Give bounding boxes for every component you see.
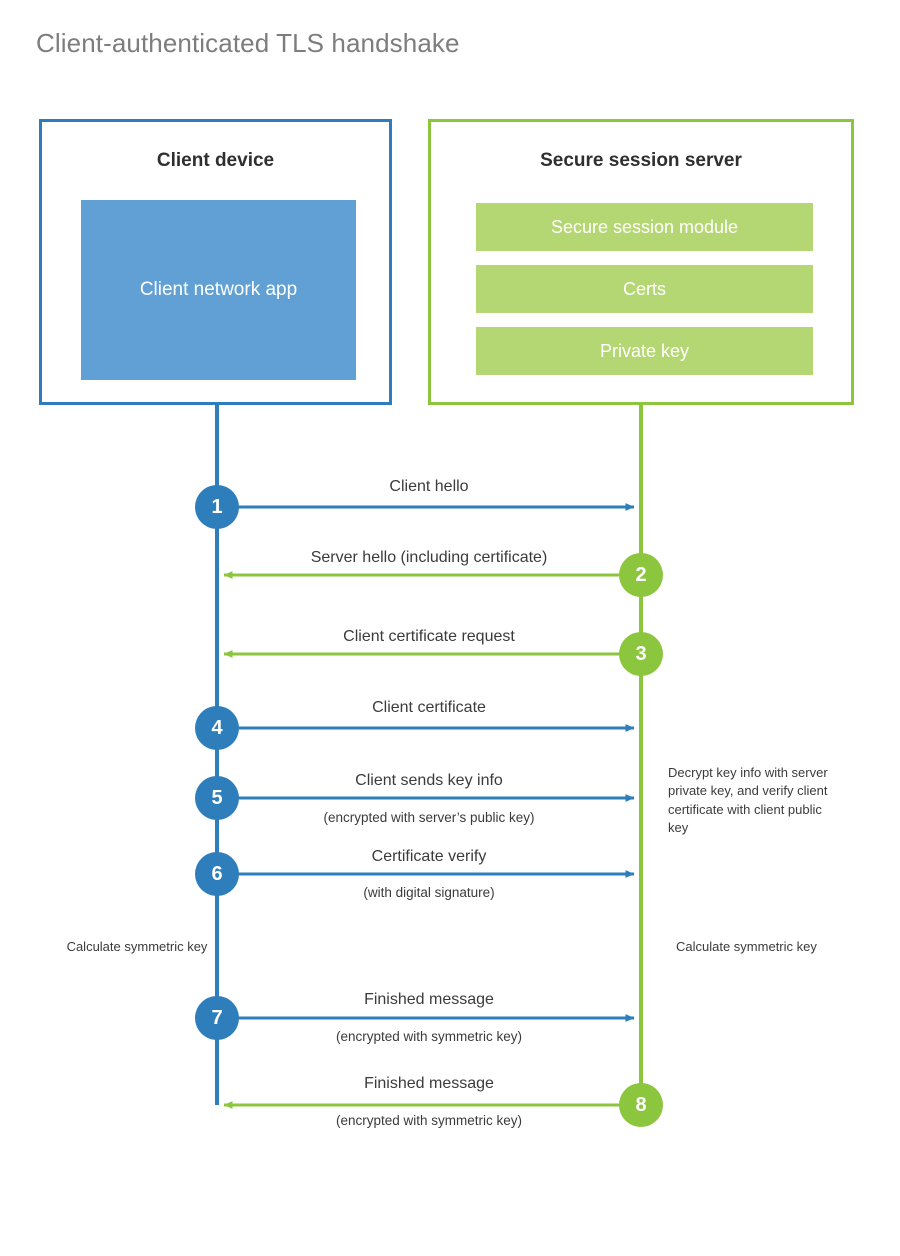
client-calculate-symmetric-key-note: Calculate symmetric key <box>66 939 208 954</box>
page-title: Client-authenticated TLS handshake <box>36 28 460 58</box>
client-device-box: Client device Client network app <box>39 119 392 405</box>
step-marker-7[interactable]: 7 <box>195 996 239 1040</box>
client-network-app-block: Client network app <box>81 200 356 380</box>
server-components-list: Secure session module Certs Private key <box>476 203 813 375</box>
message-label-1: Client hello <box>389 478 469 495</box>
message-label-5: Client sends key info <box>355 772 503 789</box>
message-sublabel-6: (with digital signature) <box>363 885 495 900</box>
step-marker-3[interactable]: 3 <box>619 632 663 676</box>
message-label-8: Finished message <box>364 1075 494 1092</box>
message-label-4: Client certificate <box>372 699 486 716</box>
server-decrypt-note: Decrypt key info with server private key… <box>668 765 828 836</box>
server-component-secure-session-module: Secure session module <box>476 203 813 251</box>
message-sublabel-5: (encrypted with server’s public key) <box>323 810 535 825</box>
message-label-2: Server hello (including certificate) <box>310 549 548 566</box>
step-marker-8[interactable]: 8 <box>619 1083 663 1127</box>
step-marker-1[interactable]: 1 <box>195 485 239 529</box>
step-marker-2[interactable]: 2 <box>619 553 663 597</box>
server-component-private-key: Private key <box>476 327 813 375</box>
secure-session-server-title: Secure session server <box>540 150 742 171</box>
step-marker-6[interactable]: 6 <box>195 852 239 896</box>
message-label-7: Finished message <box>364 991 494 1008</box>
client-device-title: Client device <box>156 150 275 171</box>
message-label-3: Client certificate request <box>343 628 515 645</box>
server-component-certs: Certs <box>476 265 813 313</box>
message-sublabel-8: (encrypted with symmetric key) <box>335 1113 523 1128</box>
server-calculate-symmetric-key-note: Calculate symmetric key <box>676 939 817 954</box>
step-marker-5[interactable]: 5 <box>195 776 239 820</box>
step-marker-4[interactable]: 4 <box>195 706 239 750</box>
secure-session-server-box: Secure session server Secure session mod… <box>428 119 854 405</box>
message-sublabel-7: (encrypted with symmetric key) <box>335 1029 523 1044</box>
message-label-6: Certificate verify <box>371 848 487 865</box>
